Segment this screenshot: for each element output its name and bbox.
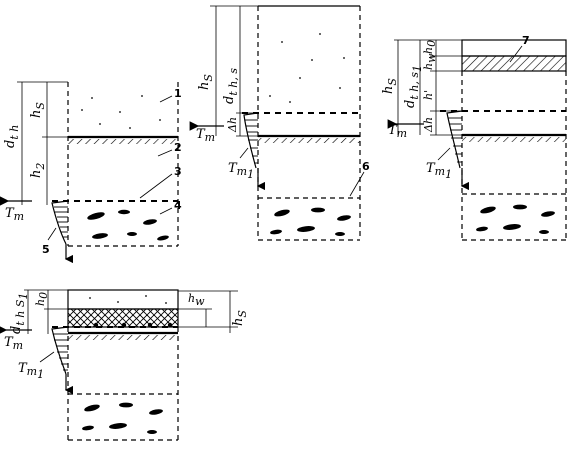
- panel-4: dt h S1 h0 hw hS: [0, 289, 249, 441]
- ice-lenses: [87, 209, 169, 241]
- callout-1: 1: [174, 87, 182, 100]
- callout-3: 3: [174, 165, 182, 178]
- temp1-leader: [239, 147, 249, 159]
- dim-delta-label: Δh: [226, 117, 239, 133]
- temp1-label: Tm1: [426, 161, 452, 181]
- layer-beads: [93, 322, 173, 328]
- dim-snow-label: hS: [29, 102, 47, 118]
- ground-hatch: [258, 138, 360, 143]
- callout-line-3: [139, 173, 173, 199]
- dim-snow-label: hS: [231, 310, 249, 326]
- temp-epure: [243, 112, 259, 169]
- dim-delta-label: Δh: [422, 117, 435, 133]
- callout-6: 6: [362, 160, 370, 173]
- temp-epure-hatch: [448, 117, 462, 163]
- ice-lenses: [82, 402, 163, 434]
- dim-h0-label: h0: [422, 40, 438, 54]
- dim-total-label: dt h, s: [222, 68, 240, 104]
- callout-line-4: [159, 207, 173, 215]
- callout-5: 5: [42, 243, 50, 256]
- ground-hatch: [68, 335, 178, 340]
- panel-2: hS dt h, s Δh Tm: [189, 5, 370, 241]
- dim-hw-label: hw: [188, 292, 205, 308]
- temp1-label: Tm1: [228, 161, 254, 181]
- snow-layer: [67, 289, 179, 310]
- snow-layer: [269, 33, 345, 103]
- temp1-leader: [39, 351, 55, 363]
- snow-layer: [81, 95, 161, 129]
- ground-hatch: [68, 139, 178, 144]
- insulation-layer: [461, 55, 567, 72]
- temp-epure: [446, 110, 463, 169]
- dim-total-label: dt h: [3, 125, 21, 148]
- callout-line-2: [157, 149, 173, 157]
- temp-label: Tm: [4, 335, 23, 352]
- temp-epure: [51, 200, 69, 245]
- temp-epure: [51, 326, 69, 375]
- dim-hprime-label: h': [422, 90, 435, 100]
- dim-snow-label: hS: [381, 78, 399, 94]
- callout-line-7: [509, 45, 523, 63]
- panel-3: hS dt h, s1 h0 hw h' Δh 7 Tm: [381, 34, 567, 241]
- callout-line-1: [159, 95, 173, 103]
- temp-epure-hatch: [245, 119, 258, 164]
- dim-snow-label: hS: [197, 74, 215, 90]
- dim-hw-label: hw: [422, 53, 438, 70]
- ice-lenses: [476, 204, 555, 234]
- callout-7: 7: [522, 34, 530, 47]
- callout-4: 4: [174, 199, 182, 212]
- temp-label: Tm: [388, 123, 407, 140]
- callout-2: 2: [174, 141, 182, 154]
- ground-hatch: [462, 137, 566, 142]
- panel-1: dt h hS h2 Tm: [0, 81, 182, 264]
- snow-dots: [89, 295, 167, 304]
- callout-line-6: [349, 171, 365, 197]
- cover-board: [461, 39, 567, 57]
- dim-total-label: dt h S1: [9, 293, 30, 334]
- ice-lenses: [270, 207, 351, 236]
- temp-epure-hatch: [53, 333, 68, 371]
- dim-layer2-label: h2: [29, 163, 47, 178]
- callout-line-5: [47, 227, 57, 241]
- temp-label: Tm: [5, 206, 24, 223]
- dim-h0-label: h0: [34, 292, 50, 306]
- temp1-leader: [437, 147, 451, 161]
- dim-total-label: dt h, s1: [403, 65, 424, 108]
- temp-label: Tm: [196, 127, 215, 144]
- temp1-label: Tm1: [18, 361, 44, 381]
- temp-epure-hatch: [54, 206, 68, 238]
